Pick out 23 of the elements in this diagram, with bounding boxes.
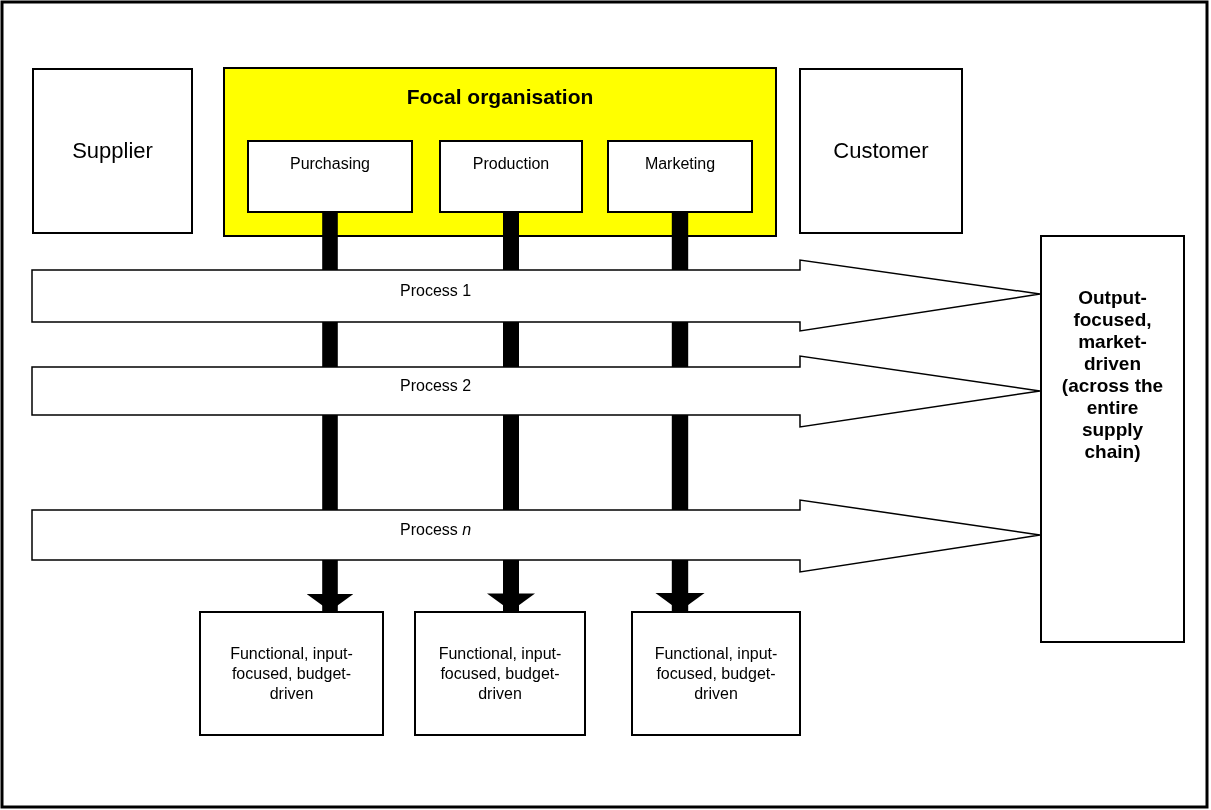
block-arrow [31,499,1041,573]
outcome-box [414,611,586,736]
outcome-box [1040,235,1185,643]
organisation-box [223,67,777,237]
box-label: Output-focused, market-driven (across the entire supply chain) [1060,287,1165,463]
block-arrow [31,355,1041,428]
box-label: Marketing [644,155,716,173]
box-label: Functional, input- focused, budget-driven [653,643,779,704]
outcome-box [199,611,384,736]
party-box [799,68,963,234]
box-label: Supplier [72,138,153,164]
outcome-box [631,611,801,736]
box-label: Purchasing [289,155,370,173]
block-arrow [31,259,1041,332]
box-label: Functional, input-focused, budget-driven [437,643,563,704]
box-label: Functional, input-focused, budget-driven [229,643,354,704]
box-label: Production [472,155,550,173]
function-box [439,140,583,213]
box-label: Customer [833,138,929,164]
function-box [607,140,753,213]
function-box [247,140,413,213]
party-box [32,68,193,234]
heading: Focal organisation [406,85,594,109]
